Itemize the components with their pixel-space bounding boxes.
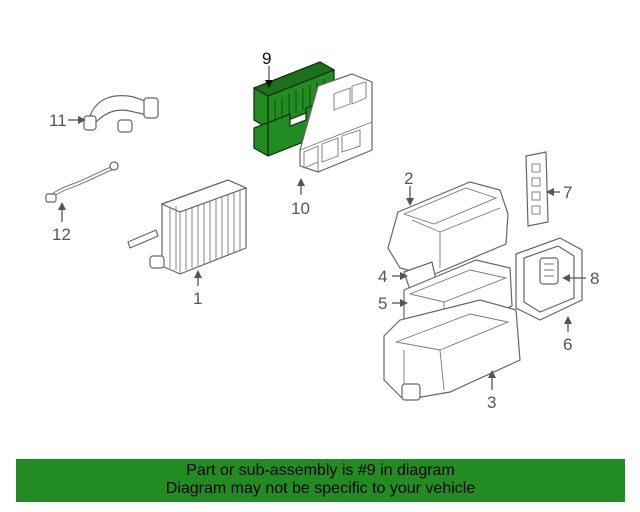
callout-4: 4 <box>378 267 387 286</box>
part-1-evaporator[interactable] <box>127 179 248 275</box>
callout-8: 8 <box>590 269 599 288</box>
banner-line-2: Diagram may not be specific to your vehi… <box>165 480 476 497</box>
callout-7: 7 <box>563 183 572 202</box>
callout-6: 6 <box>563 335 572 354</box>
callout-11: 11 <box>49 111 67 130</box>
leader-lines <box>58 66 586 390</box>
callout-2: 2 <box>404 169 413 188</box>
callout-1: 1 <box>193 289 202 308</box>
part-12-tube[interactable] <box>45 161 119 203</box>
part-10-filter-housing[interactable] <box>299 73 373 173</box>
info-banner: Part or sub-assembly is #9 in diagram Di… <box>16 459 625 502</box>
callout-10: 10 <box>291 199 310 218</box>
part-8-actuator[interactable] <box>539 257 559 285</box>
part-11-hose[interactable] <box>83 95 159 133</box>
banner-line-1: Part or sub-assembly is #9 in diagram <box>186 462 455 479</box>
callout-3: 3 <box>487 393 496 412</box>
callout-12: 12 <box>52 225 71 244</box>
part-7-bracket[interactable] <box>525 151 549 227</box>
callout-9: 9 <box>262 49 271 68</box>
hvac-case-assembly <box>383 181 521 401</box>
callout-5: 5 <box>378 294 387 313</box>
